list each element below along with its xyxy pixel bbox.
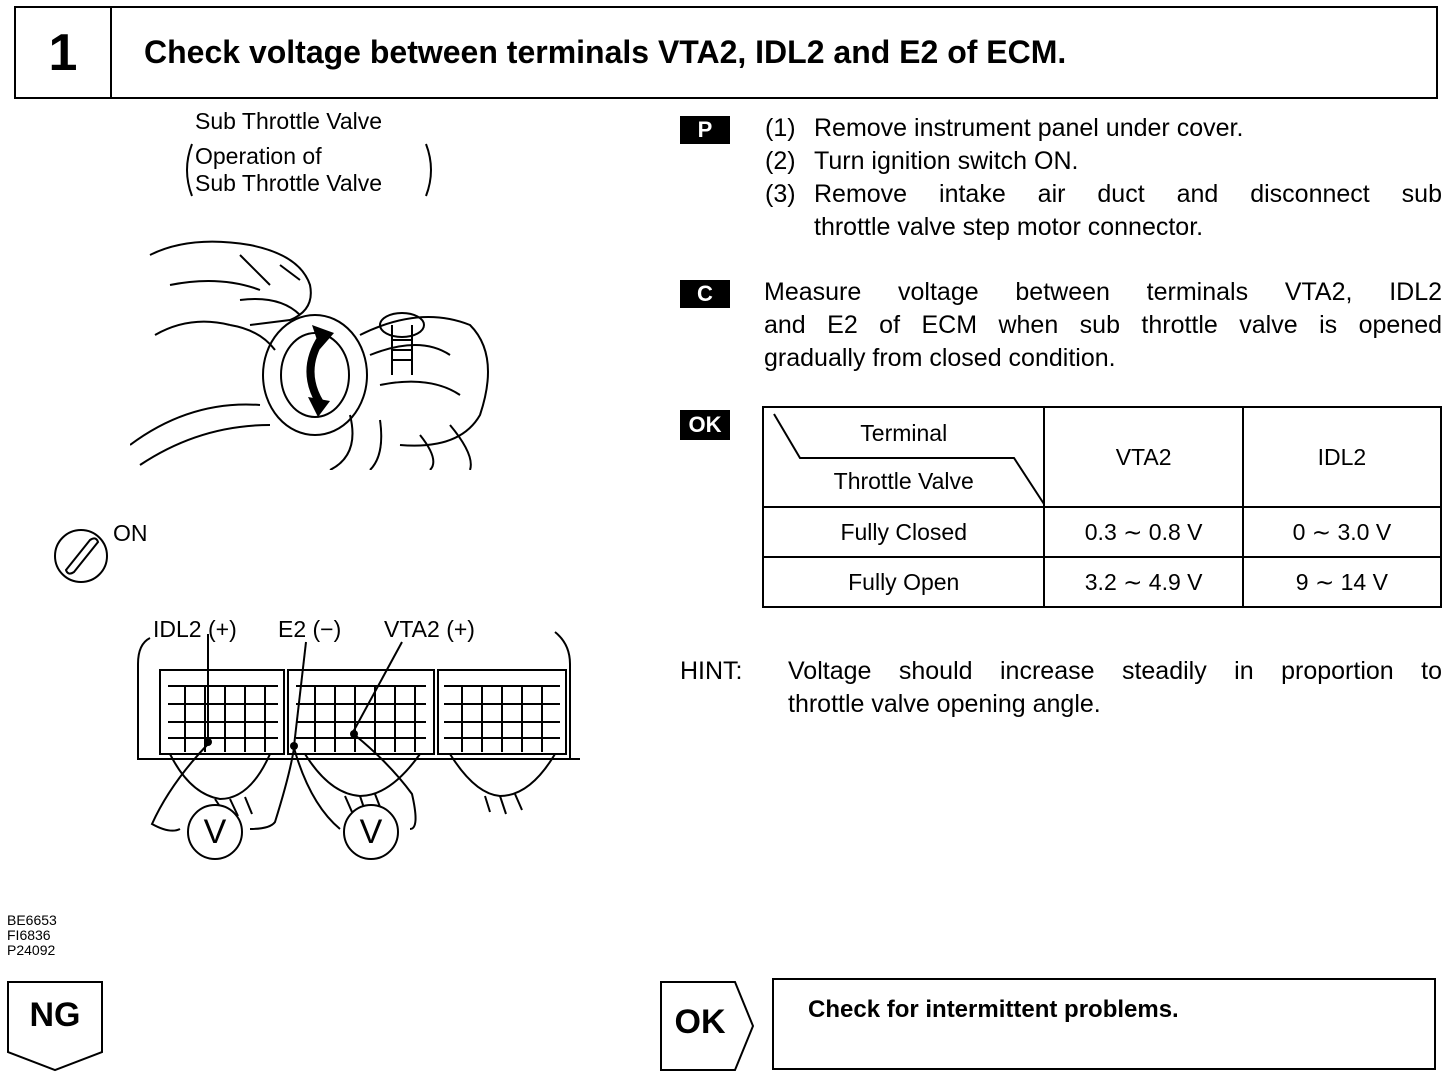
figure-codes: BE6653 FI6836 P24092 (7, 913, 57, 958)
voltage-spec-table: Terminal Throttle Valve VTA2 IDL2 Fully … (761, 406, 1443, 608)
row-label: Fully Closed (761, 506, 1046, 558)
ignition-key-icon (54, 529, 108, 583)
figure-code: P24092 (7, 942, 56, 958)
ok-badge: OK (680, 410, 730, 440)
prep-item-3-num: (3) (765, 180, 796, 208)
corner-label-throttle-valve: Throttle Valve (833, 468, 974, 494)
check-line-2: and E2 of ECM when sub throttle valve is… (764, 311, 1442, 339)
cell-idl2: 0 ∼ 3.0 V (1241, 506, 1443, 558)
cell-vta2: 3.2 ∼ 4.9 V (1043, 556, 1244, 608)
caption-parentheses (186, 143, 432, 197)
cell-idl2: 9 ∼ 14 V (1241, 556, 1443, 608)
ok-result-label: OK (674, 1003, 726, 1041)
hint-line-1: Voltage should increase steadily in prop… (788, 657, 1442, 685)
table-header-row: Terminal Throttle Valve VTA2 IDL2 (761, 406, 1443, 508)
prep-item-3-text: Remove intake air duct and disconnect su… (814, 180, 1442, 208)
hint-label: HINT: (680, 657, 743, 685)
probe-label-e2: E2 (−) (278, 616, 342, 642)
table-row: Fully Open 3.2 ∼ 4.9 V 9 ∼ 14 V (761, 556, 1443, 608)
figure-code: FI6836 (7, 927, 51, 943)
row-label: Fully Open (761, 556, 1046, 608)
table-row: Fully Closed 0.3 ∼ 0.8 V 0 ∼ 3.0 V (761, 506, 1443, 558)
table-corner-cell: Terminal Throttle Valve (761, 406, 1046, 508)
ok-action-box: Check for intermittent problems. (772, 978, 1436, 1070)
ng-result-shape (7, 981, 103, 1072)
prep-item-3-text-cont: throttle valve step motor connector. (814, 213, 1204, 241)
voltmeter-2-symbol: V (359, 813, 383, 851)
ng-result-label: NG (29, 996, 81, 1034)
step-number: 1 (16, 8, 112, 97)
hint-line-2: throttle valve opening angle. (788, 690, 1101, 718)
figure-code: BE6653 (7, 912, 57, 928)
illustration-caption-title: Sub Throttle Valve (195, 108, 383, 134)
prep-item-2-num: (2) (765, 147, 796, 175)
cell-vta2: 0.3 ∼ 0.8 V (1043, 506, 1244, 558)
preparation-badge: P (680, 116, 730, 144)
ok-action-text: Check for intermittent problems. (808, 996, 1179, 1023)
column-header: IDL2 (1241, 406, 1443, 508)
check-badge: C (680, 280, 730, 308)
ignition-on-label: ON (113, 520, 148, 546)
check-line-1: Measure voltage between terminals VTA2, … (764, 278, 1442, 306)
step-header: 1 Check voltage between terminals VTA2, … (14, 6, 1438, 99)
prep-item-2-text: Turn ignition switch ON. (814, 147, 1079, 175)
probe-label-idl2: IDL2 (+) (153, 616, 237, 642)
corner-label-terminal: Terminal (860, 420, 948, 446)
voltmeter-1-symbol: V (203, 813, 227, 851)
step-title: Check voltage between terminals VTA2, ID… (144, 34, 1067, 70)
ok-result-shape (660, 981, 755, 1071)
prep-item-1-num: (1) (765, 114, 796, 142)
check-line-3: gradually from closed condition. (764, 344, 1116, 372)
column-header: VTA2 (1043, 406, 1244, 508)
corner-diagonal (773, 413, 1045, 505)
probe-label-vta2: VTA2 (+) (384, 616, 475, 642)
illustration-caption-line2: Sub Throttle Valve (195, 170, 383, 196)
illustration-caption-line1: Operation of (195, 143, 322, 169)
ecm-connector-diagram (137, 631, 580, 860)
throttle-valve-illustration (130, 240, 489, 470)
prep-item-1-text: Remove instrument panel under cover. (814, 114, 1244, 142)
